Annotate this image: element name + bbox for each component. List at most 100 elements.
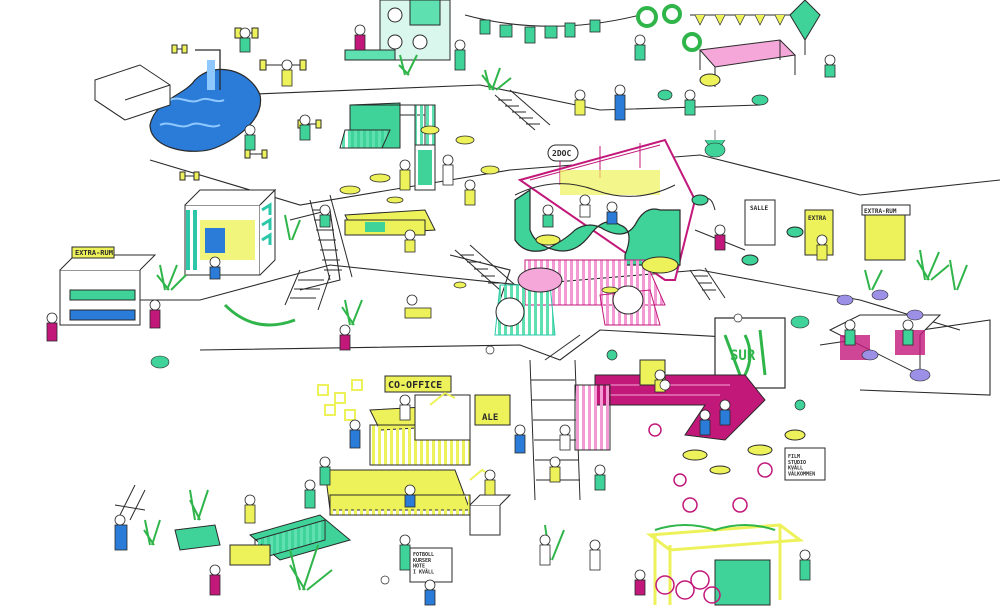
person-figure xyxy=(304,479,316,509)
person-figure xyxy=(404,229,416,253)
person-figure xyxy=(244,124,256,151)
person-figure xyxy=(399,159,411,191)
cafe-stools xyxy=(648,423,773,513)
extra-door-sign-small: EXTRA xyxy=(808,215,826,222)
person-figure xyxy=(589,539,601,571)
person-figure xyxy=(424,579,436,606)
pool-ladder xyxy=(195,49,221,90)
person-figure xyxy=(699,409,711,436)
party-tree xyxy=(789,0,821,55)
kitchen-island xyxy=(339,125,500,236)
balcony-bridge xyxy=(339,102,436,175)
person-figure xyxy=(844,319,856,346)
person-figure xyxy=(399,534,411,571)
greenhouse-garden xyxy=(114,484,352,566)
cinema-screen-text: SUR xyxy=(730,348,756,364)
person-figure xyxy=(902,319,914,346)
person-figure xyxy=(349,419,361,449)
person-figure xyxy=(484,469,496,496)
bicycles xyxy=(655,570,721,604)
wreaths xyxy=(636,4,702,52)
person-figure xyxy=(244,494,256,524)
person-figure xyxy=(454,39,466,71)
person-figure xyxy=(404,294,432,319)
person-figure xyxy=(816,234,828,261)
person-figure xyxy=(299,114,311,141)
person-figure xyxy=(514,424,526,454)
pool-area xyxy=(94,27,322,181)
green-trellis xyxy=(114,484,146,521)
waterfall xyxy=(207,60,215,90)
salle-door-sign: SALLE xyxy=(750,205,768,212)
person-figure xyxy=(319,456,331,486)
person-figure xyxy=(684,89,696,116)
people xyxy=(46,24,914,606)
laundry-bench xyxy=(344,49,396,61)
small-decor xyxy=(380,89,806,585)
ale-sign: ALE xyxy=(482,413,498,423)
person-figure xyxy=(539,534,551,566)
extra-rum-right-sign: EXTRA-RUM xyxy=(864,208,897,215)
pool xyxy=(149,68,262,152)
round-table xyxy=(535,234,561,246)
doc-speech-bubble: 2DOC xyxy=(552,149,571,158)
person-figure xyxy=(209,256,221,280)
stairs-center xyxy=(454,244,516,291)
person-figure xyxy=(799,549,811,581)
party-table xyxy=(698,39,797,68)
central-lounge xyxy=(494,138,697,336)
extra-rum-left xyxy=(59,246,157,326)
person-figure xyxy=(319,204,331,228)
library-room xyxy=(184,188,277,276)
person-figure xyxy=(542,204,554,228)
food-truck xyxy=(714,559,771,606)
co-office-sign: CO-OFFICE xyxy=(388,380,442,391)
person-figure xyxy=(354,24,366,51)
person-figure xyxy=(606,201,618,225)
bean-bag xyxy=(517,267,563,293)
hanging-plants xyxy=(150,130,810,369)
person-figure xyxy=(559,424,571,451)
bike-pergola xyxy=(645,523,805,606)
person-figure xyxy=(634,569,646,596)
grill xyxy=(699,73,721,87)
stairs-right xyxy=(689,267,726,301)
person-figure xyxy=(574,89,586,116)
clothes-line xyxy=(464,14,641,27)
person-figure xyxy=(719,399,731,426)
person-figure xyxy=(442,154,454,186)
person-figure xyxy=(114,514,128,551)
person-figure xyxy=(714,224,726,251)
person-figure xyxy=(614,84,626,121)
person-figure xyxy=(46,312,58,342)
laundry-area xyxy=(344,0,641,61)
person-figure xyxy=(149,299,161,329)
person-figure xyxy=(549,456,561,483)
curvy-sofa xyxy=(514,188,681,266)
stairs-middle-left xyxy=(284,269,331,311)
stairs-upper-left xyxy=(309,194,353,281)
person-figure xyxy=(339,324,351,351)
person-figure xyxy=(824,54,836,78)
right-rooms xyxy=(691,194,911,266)
person-figure xyxy=(634,34,646,61)
person-figure xyxy=(464,179,476,206)
person-figure xyxy=(404,484,416,508)
stairs-top-center xyxy=(494,89,551,131)
person-figure xyxy=(399,394,411,421)
ceiling-lamps xyxy=(339,125,500,204)
party-area xyxy=(636,0,821,87)
person-figure xyxy=(594,464,606,491)
person-figure xyxy=(281,59,293,87)
co-office xyxy=(317,375,512,536)
stairs-group xyxy=(284,89,726,501)
wall-frames xyxy=(317,379,363,421)
extra-rum-left-sign: EXTRA-RUM xyxy=(75,249,113,257)
cafe-tables xyxy=(682,429,806,475)
person-figure xyxy=(209,564,221,596)
person-figure xyxy=(579,194,591,218)
plants xyxy=(143,54,968,591)
